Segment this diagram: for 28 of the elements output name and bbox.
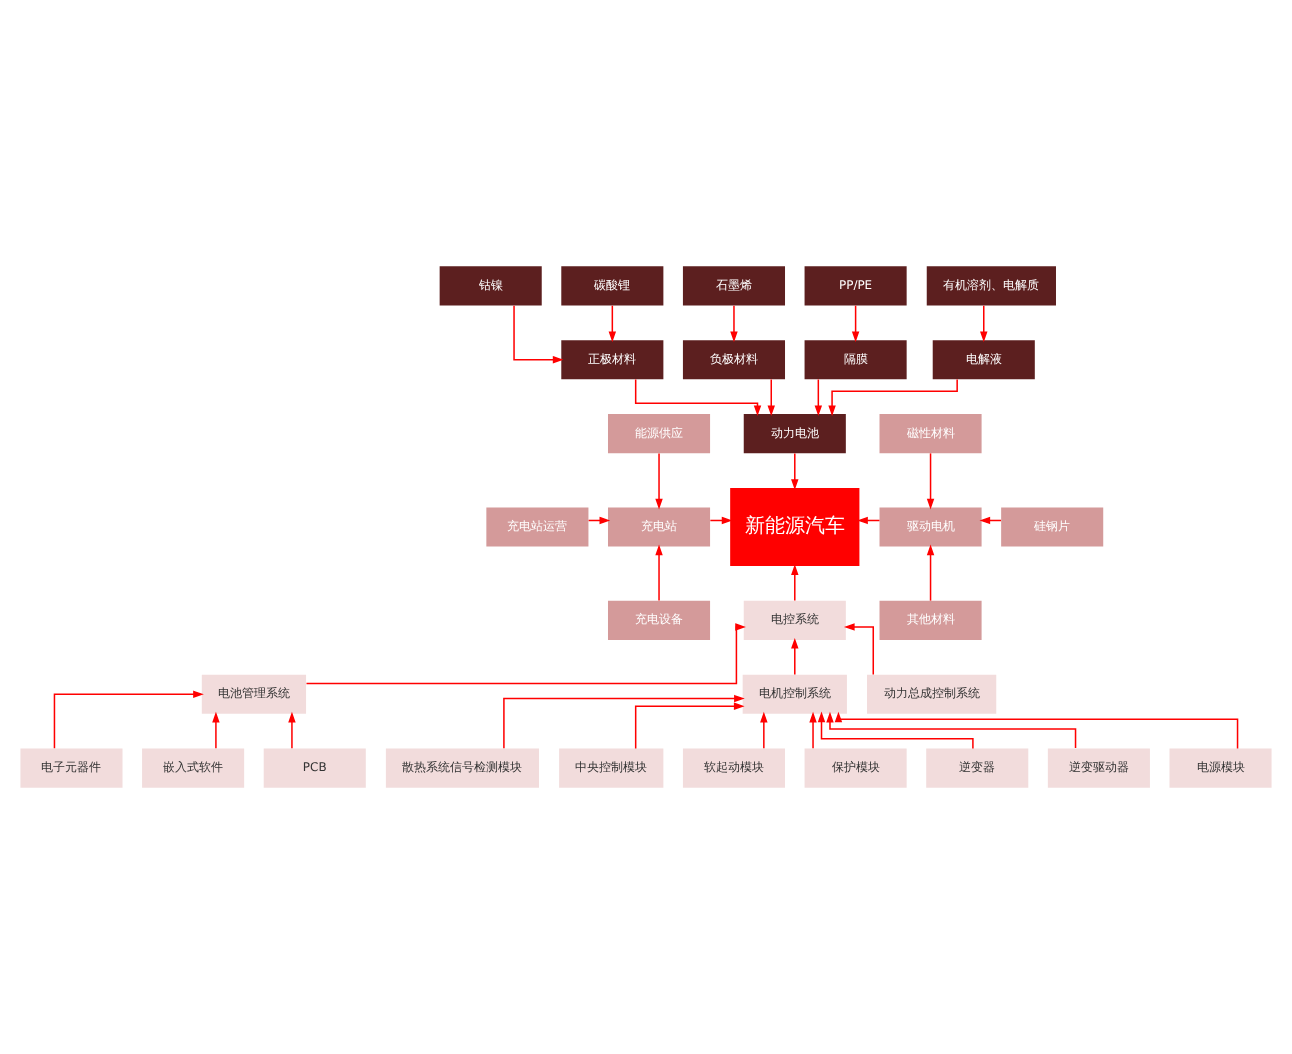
arrow — [655, 544, 663, 602]
arrow — [767, 378, 775, 417]
arrow — [305, 623, 746, 685]
arrow — [655, 452, 663, 510]
arrow — [760, 711, 768, 749]
node-box: 新能源汽车 — [730, 487, 860, 567]
arrow — [828, 378, 958, 417]
arrow — [791, 564, 799, 602]
arrow — [212, 711, 220, 749]
arrow — [814, 378, 823, 417]
arrow — [53, 690, 204, 750]
arrow — [513, 304, 564, 364]
arrow — [503, 694, 745, 750]
arrow — [809, 711, 817, 749]
arrow — [851, 304, 860, 343]
arrow — [791, 637, 799, 676]
arrow — [288, 711, 296, 749]
arrow — [730, 304, 738, 343]
arrow — [826, 711, 1077, 749]
arrow — [817, 711, 974, 750]
arrow — [926, 452, 935, 510]
arrow — [843, 623, 874, 676]
arrow — [608, 304, 617, 343]
arrow — [791, 452, 799, 490]
arrow — [634, 702, 745, 750]
arrow — [980, 304, 988, 343]
arrow — [926, 544, 935, 602]
arrow — [834, 711, 1239, 750]
